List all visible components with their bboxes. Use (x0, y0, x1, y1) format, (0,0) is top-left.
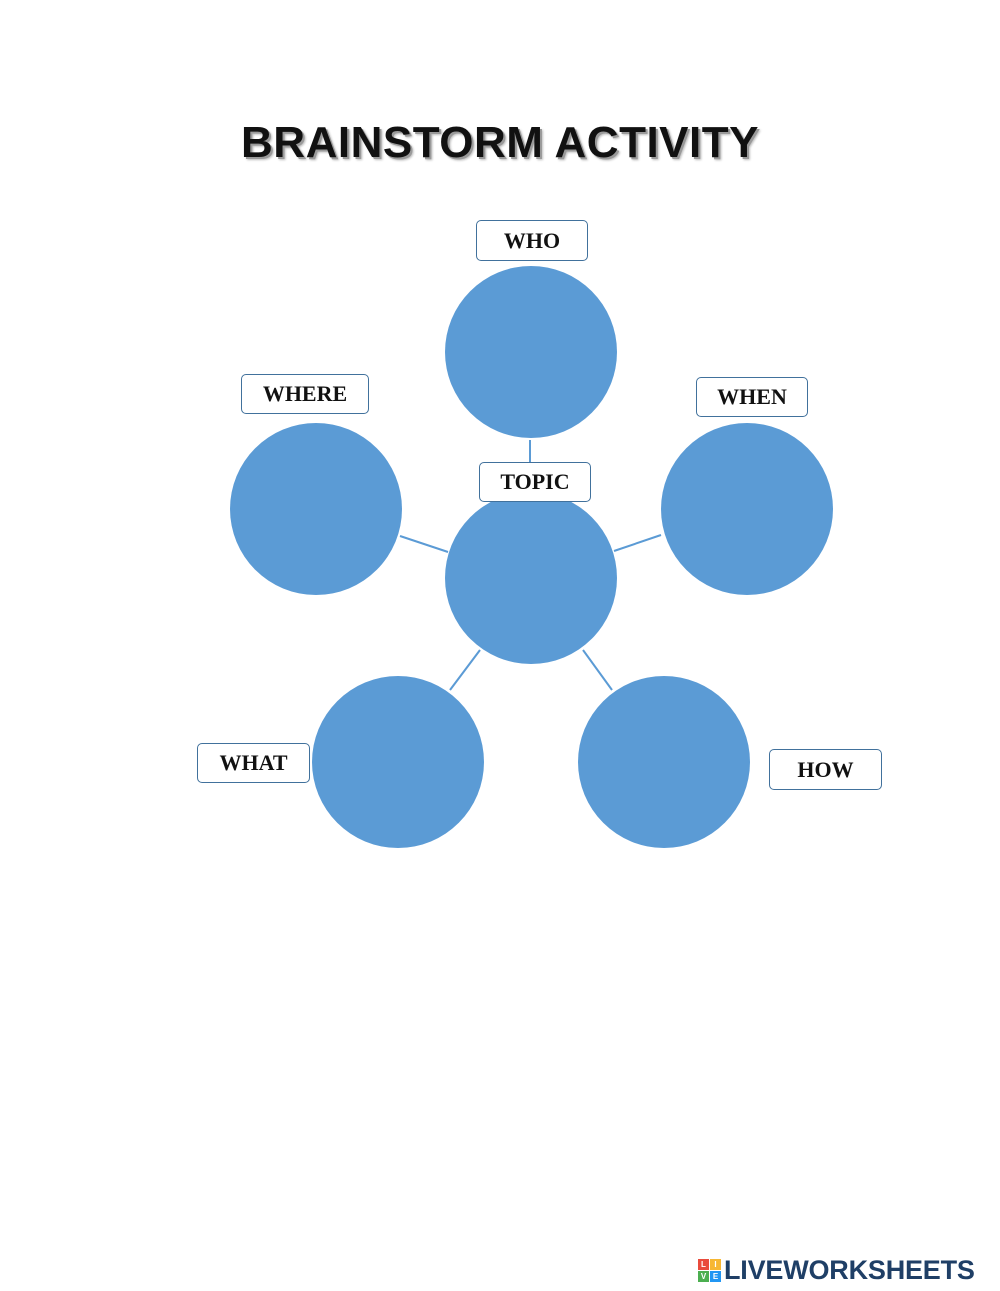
logo-letter-l: L (698, 1258, 709, 1270)
page-title: BRAINSTORM ACTIVITY (241, 118, 759, 167)
circle-when[interactable] (661, 423, 833, 595)
label-topic: TOPIC (479, 462, 591, 502)
circle-where[interactable] (230, 423, 402, 595)
label-when: WHEN (696, 377, 808, 417)
circle-topic[interactable] (445, 492, 617, 664)
liveworksheets-logo-icon: L I V E (698, 1258, 721, 1282)
circle-what[interactable] (312, 676, 484, 848)
logo-letter-e: E (710, 1270, 721, 1282)
label-how: HOW (769, 749, 882, 790)
logo-letter-v: V (698, 1270, 709, 1282)
label-what: WHAT (197, 743, 310, 783)
label-where: WHERE (241, 374, 369, 414)
watermark-text: LIVEWORKSHEETS (724, 1254, 975, 1285)
logo-letter-i: I (710, 1258, 721, 1270)
circle-how[interactable] (578, 676, 750, 848)
connector-topic-how (582, 649, 613, 691)
label-who: WHO (476, 220, 588, 261)
circle-who[interactable] (445, 266, 617, 438)
liveworksheets-watermark: L I V E LIVEWORKSHEETS (698, 1253, 975, 1287)
connector-topic-where (399, 535, 449, 553)
connector-topic-when (613, 534, 662, 552)
connector-topic-what (449, 649, 481, 691)
